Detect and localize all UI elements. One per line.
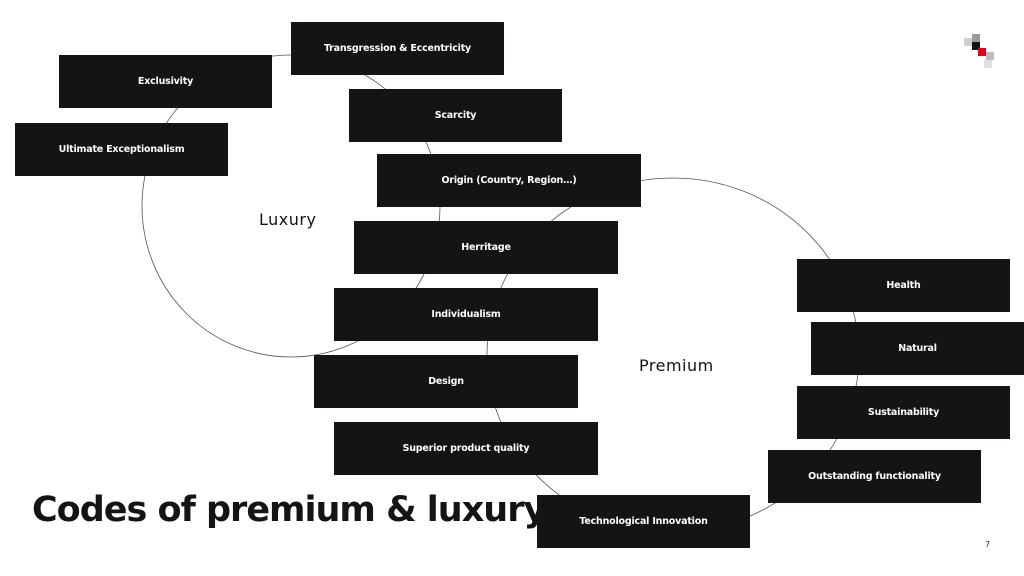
box-herritage: Herritage [354, 221, 618, 274]
box-technological-innovation: Technological Innovation [537, 495, 750, 548]
page-title: Codes of premium & luxury [32, 490, 546, 530]
box-exclusivity: Exclusivity [59, 55, 272, 108]
box-natural: Natural [811, 322, 1024, 375]
box-ultimate-exceptionalism: Ultimate Exceptionalism [15, 123, 228, 176]
page-number: 7 [985, 540, 991, 549]
box-origin: Origin (Country, Region…) [377, 154, 641, 207]
box-design: Design [314, 355, 578, 408]
box-sustainability: Sustainability [797, 386, 1010, 439]
box-transgression-eccentricity: Transgression & Eccentricity [291, 22, 504, 75]
pixel-square-logo-icon [964, 34, 994, 68]
luxury-label: Luxury [259, 210, 317, 229]
box-superior-product-quality: Superior product quality [334, 422, 598, 475]
box-individualism: Individualism [334, 288, 598, 341]
box-scarcity: Scarcity [349, 89, 562, 142]
box-outstanding-functionality: Outstanding functionality [768, 450, 981, 503]
premium-label: Premium [639, 356, 714, 375]
box-health: Health [797, 259, 1010, 312]
logo [964, 34, 994, 68]
